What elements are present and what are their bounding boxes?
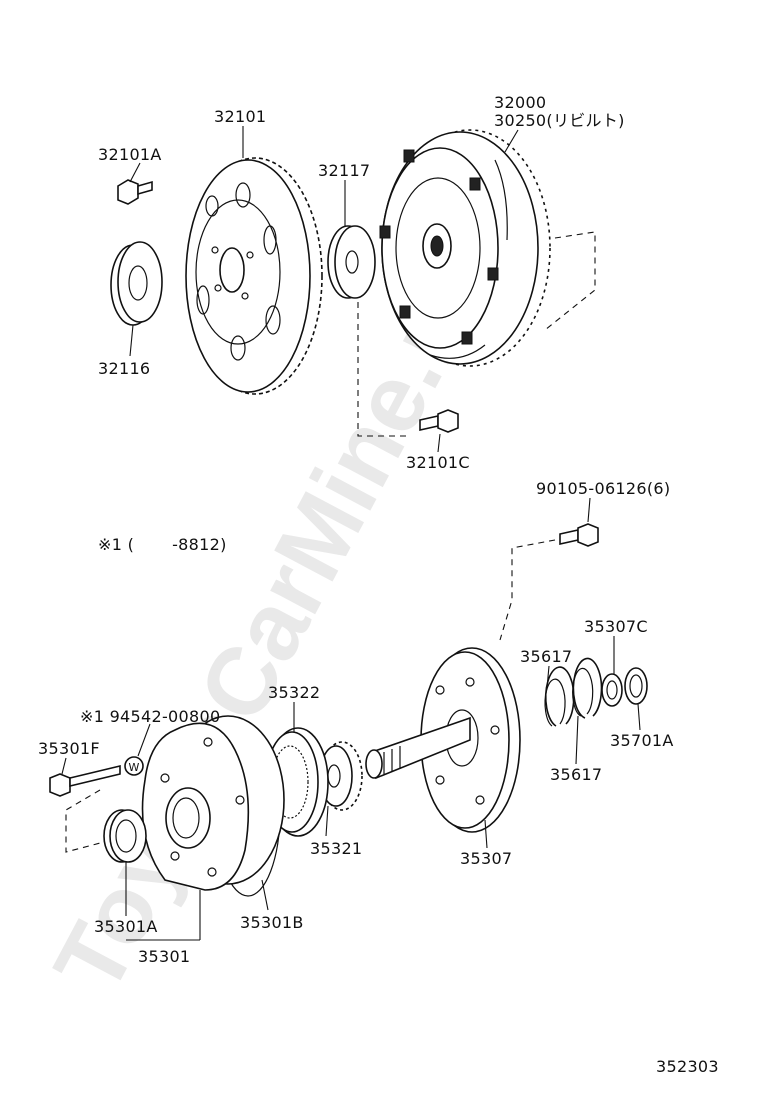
bolt-32101c[interactable] — [419, 409, 459, 433]
pump-body-35301[interactable] — [141, 715, 285, 891]
label-35617-b: 35617 — [550, 765, 602, 784]
spacer-32116[interactable] — [110, 241, 163, 326]
label-35321: 35321 — [310, 839, 362, 858]
label-30250: 30250(リビルト) — [494, 111, 625, 130]
oil-seal-35301a[interactable] — [103, 809, 147, 863]
drive-gear-35321[interactable] — [319, 741, 363, 811]
bolt-90105[interactable] — [559, 523, 599, 547]
label-35301: 35301 — [138, 947, 190, 966]
drive-plate-32101[interactable] — [185, 157, 323, 395]
label-35301a: 35301A — [94, 917, 158, 936]
label-32116: 32116 — [98, 359, 150, 378]
label-90105: 90105-06126(6) — [536, 479, 670, 498]
label-35301b: 35301B — [240, 913, 304, 932]
bolt-35301f[interactable] — [49, 764, 121, 797]
seal-ring-35701a[interactable] — [624, 667, 648, 705]
label-32101a: 32101A — [98, 145, 162, 164]
label-32101c: 32101C — [406, 453, 470, 472]
label-94542: ※1 94542-00800 — [80, 707, 220, 726]
washer-94542[interactable]: W — [124, 756, 144, 776]
diagram-code: 352303 — [656, 1057, 719, 1076]
label-35617-a: 35617 — [520, 647, 572, 666]
stator-shaft-35307[interactable] — [365, 647, 521, 833]
label-32101: 32101 — [214, 107, 266, 126]
bolt-32101a[interactable] — [117, 179, 153, 205]
label-35701a: 35701A — [610, 731, 674, 750]
washer-mark: W — [129, 761, 140, 774]
label-32117: 32117 — [318, 161, 370, 180]
torque-converter-32000[interactable] — [379, 129, 551, 367]
snap-ring-35617-b[interactable] — [572, 657, 603, 719]
label-35307c: 35307C — [584, 617, 648, 636]
label-35322: 35322 — [268, 683, 320, 702]
label-35307: 35307 — [460, 849, 512, 868]
label-35301f: 35301F — [38, 739, 100, 758]
plate-32117[interactable] — [327, 225, 376, 299]
label-32000: 32000 — [494, 93, 546, 112]
ring-35307c[interactable] — [601, 673, 623, 707]
snap-ring-35617-a[interactable] — [544, 666, 575, 727]
note-applicability: ※1 ( -8812) — [98, 535, 227, 554]
